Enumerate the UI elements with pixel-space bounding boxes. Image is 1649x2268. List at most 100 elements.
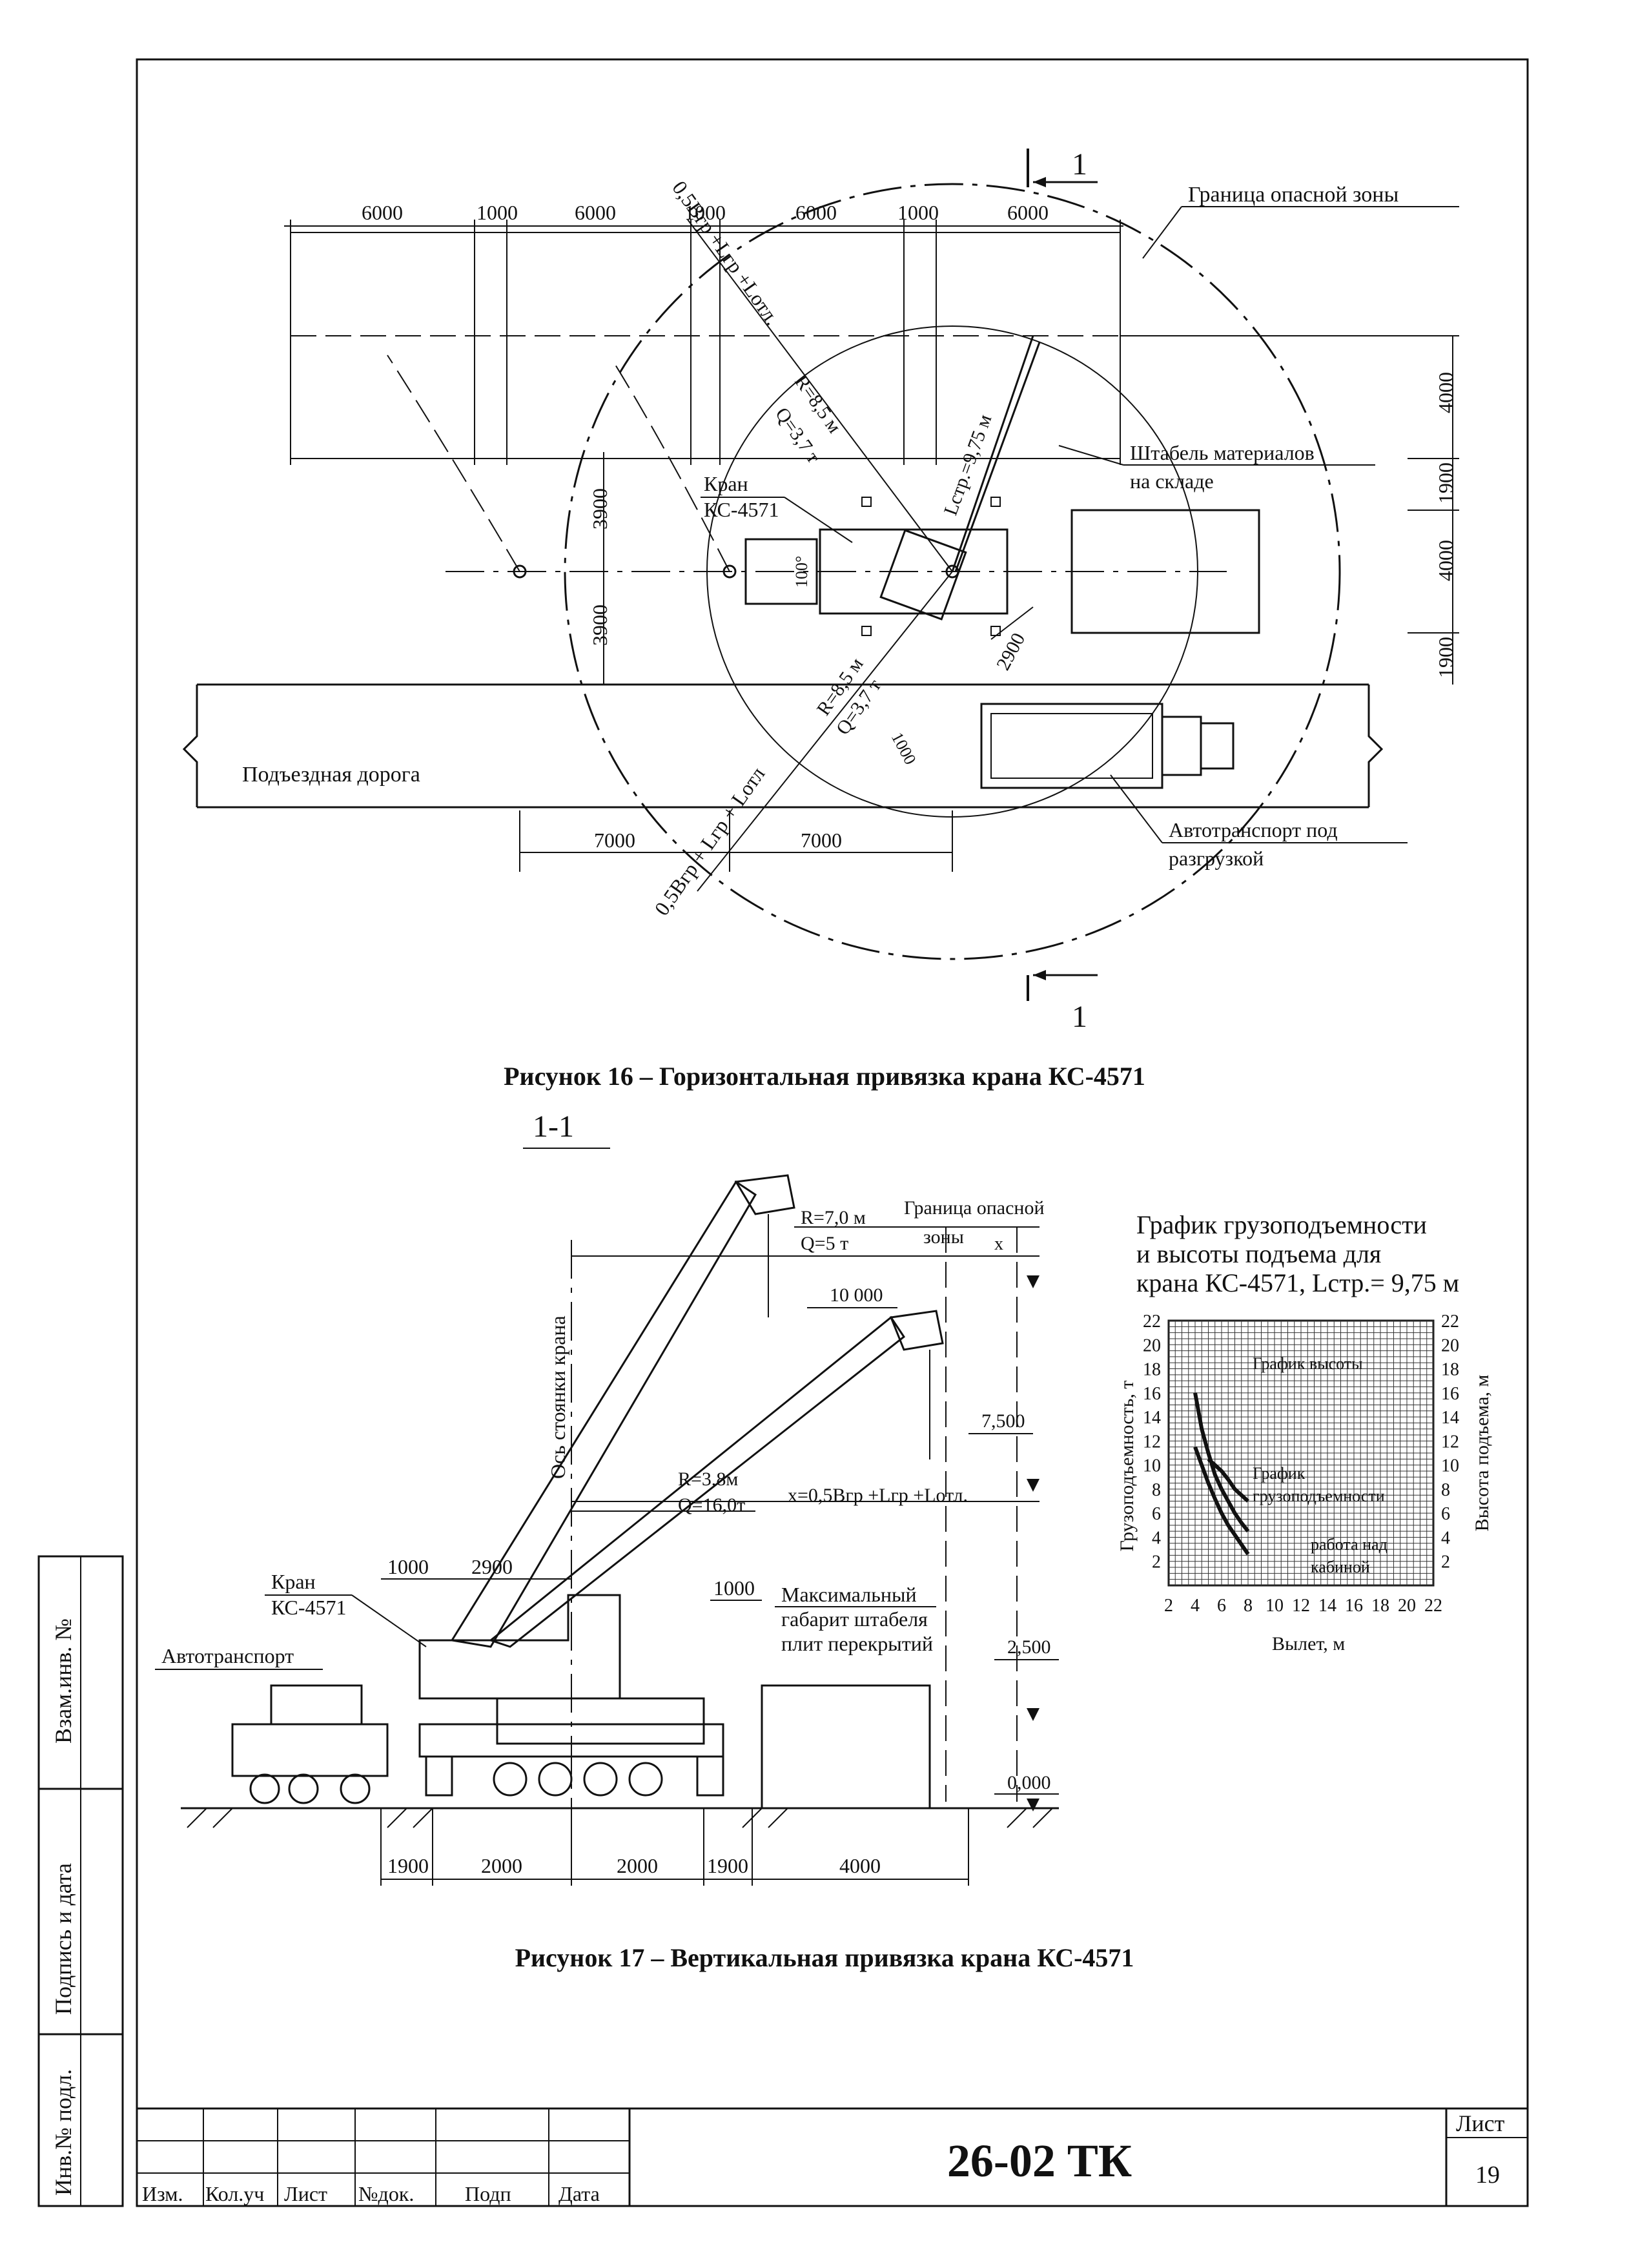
chart-ytick-right: 10 xyxy=(1441,1456,1459,1476)
section-mark-top: 1 xyxy=(1072,147,1087,181)
danger-zone-circle xyxy=(564,183,1341,960)
capacity-chart: График грузоподъемности и высоты подъема… xyxy=(1116,1210,1493,1655)
plan-view: 1 1 6000 1000 6000 1000 6000 1000 6000 xyxy=(182,147,1459,1034)
max-label-1: Максимальный xyxy=(781,1583,917,1606)
crane-body xyxy=(418,1594,621,1700)
material-stack xyxy=(1070,509,1260,634)
stack-label-2: на складе xyxy=(1130,469,1214,493)
dim-1000: 1000 xyxy=(888,729,920,768)
chart-ytick-left: 8 xyxy=(1152,1480,1161,1500)
chart-ytick-left: 12 xyxy=(1143,1432,1161,1452)
chart-ytick-right: 4 xyxy=(1441,1528,1450,1548)
x-mark: x xyxy=(994,1234,1003,1254)
road-label: Подъездная дорога xyxy=(242,763,420,787)
dim-2900: 2900 xyxy=(992,630,1029,674)
formula-top: 0,5Bгр +Lгр +Lотл. xyxy=(668,176,784,329)
chart-ytick-left: 2 xyxy=(1152,1552,1161,1572)
chart-xtick: 12 xyxy=(1292,1596,1310,1616)
chart-ytick-left: 6 xyxy=(1152,1504,1161,1524)
chart-annot-4: работа над xyxy=(1311,1535,1388,1554)
max-stack xyxy=(761,1684,931,1808)
axis-label: Ось стоянки крана xyxy=(546,1315,569,1479)
x-formula: x=0,5Bгр +Lгр +Lотл. xyxy=(788,1485,968,1506)
chart-ytick-left: 4 xyxy=(1152,1528,1161,1548)
chart-ytick-left: 20 xyxy=(1143,1335,1161,1356)
chart-ytick-right: 16 xyxy=(1441,1384,1459,1404)
max-label-3: плит перекрытий xyxy=(781,1632,933,1655)
chart-ylabel-left: Грузоподъемность, т xyxy=(1116,1380,1138,1551)
dim-right-1: 4000 xyxy=(1434,372,1457,413)
boom-length: Lстр.=9,75 м xyxy=(940,411,996,518)
stamp-vzam: Взам.инв. № xyxy=(50,1618,76,1744)
section-mark-bottom: 1 xyxy=(1072,1000,1087,1034)
dim-right-4: 1900 xyxy=(1434,637,1457,678)
stamp-inv-podl: Инв.№ подл. xyxy=(50,2069,76,2196)
col-ndok: №док. xyxy=(358,2182,414,2205)
level-10000: 10 000 xyxy=(830,1284,883,1306)
level-7500: 7,500 xyxy=(981,1410,1025,1432)
level-0: 0,000 xyxy=(1007,1772,1051,1793)
document-code: 26-02 ТК xyxy=(947,2135,1132,2187)
chart-xlabel: Вылет, м xyxy=(1272,1633,1345,1655)
chart-ytick-left: 16 xyxy=(1143,1384,1161,1404)
sheet-number: 19 xyxy=(1475,2161,1500,2189)
dim-1000a: 1000 xyxy=(387,1555,429,1578)
chart-ytick-left: 22 xyxy=(1143,1312,1161,1332)
crane-label-2: КС-4571 xyxy=(704,498,779,521)
dim-bot-5: 4000 xyxy=(839,1854,881,1877)
level-2500: 2,500 xyxy=(1007,1636,1051,1658)
chart-xtick: 4 xyxy=(1191,1596,1200,1616)
col-list: Лист xyxy=(284,2182,327,2205)
dim-top-3: 6000 xyxy=(575,201,616,224)
dim-left-1: 3900 xyxy=(588,488,611,530)
title-block: Изм. Кол.уч Лист №док. Подп Дата 26-02 Т… xyxy=(137,2107,1528,2206)
chart-annot-1: График высоты xyxy=(1253,1354,1363,1373)
chart-ytick-right: 14 xyxy=(1441,1408,1459,1428)
chart-series-line xyxy=(1193,1446,1250,1556)
dim-bottom-1: 7000 xyxy=(594,829,635,852)
chart-ytick-right: 2 xyxy=(1441,1552,1450,1572)
chart-series-line xyxy=(1193,1392,1250,1532)
chart-ytick-right: 22 xyxy=(1441,1312,1459,1332)
max-label-2: габарит штабеля xyxy=(781,1607,928,1631)
danger-zone-1: Граница опасной xyxy=(904,1197,1045,1219)
dim-top-7: 6000 xyxy=(1007,201,1049,224)
truck-label-section: Автотранспорт xyxy=(161,1644,294,1667)
dim-bot-2: 2000 xyxy=(481,1854,522,1877)
chart-ylabel-right: Высота подъема, м xyxy=(1471,1375,1493,1532)
chart-ytick-right: 6 xyxy=(1441,1504,1450,1524)
truck-label-2: разгрузкой xyxy=(1169,847,1264,870)
r-top-section: R=7,0 м xyxy=(801,1207,866,1228)
stack-label-1: Штабель материалов xyxy=(1130,441,1315,464)
chart-annot-3: грузоподъемности xyxy=(1253,1487,1385,1505)
chart-title-1: График грузоподъемности xyxy=(1136,1210,1427,1239)
sheet-label: Лист xyxy=(1456,2110,1505,2136)
danger-zone-label: Граница опасной зоны xyxy=(1188,183,1398,207)
crane-label-1-section: Кран xyxy=(271,1570,316,1593)
section-view: 1-1 Ось стоянки крана Граница опасной зо… xyxy=(155,1109,1059,1886)
dim-2900-section: 2900 xyxy=(471,1555,513,1578)
chart-xtick: 16 xyxy=(1345,1596,1363,1616)
chart-xtick: 20 xyxy=(1398,1596,1416,1616)
chart-title-3: крана КС-4571, Lстр.= 9,75 м xyxy=(1136,1268,1459,1297)
dim-right-3: 4000 xyxy=(1434,540,1457,581)
truck-plan xyxy=(980,703,1163,789)
stamp-podpis: Подпись и дата xyxy=(50,1863,76,2015)
caption-figure-17: Рисунок 17 – Вертикальная привязка крана… xyxy=(515,1943,1134,1972)
chart-ytick-left: 14 xyxy=(1143,1408,1161,1428)
danger-zone-2: зоны xyxy=(923,1226,964,1248)
chart-xtick: 10 xyxy=(1265,1596,1284,1616)
chart-xtick: 8 xyxy=(1244,1596,1253,1616)
formula-bottom: 0,5Bгр + Lгр + Lотл xyxy=(650,763,769,920)
chart-ytick-left: 10 xyxy=(1143,1456,1161,1476)
chart-xtick: 22 xyxy=(1424,1596,1442,1616)
caption-figure-16: Рисунок 16 – Горизонтальная привязка кра… xyxy=(504,1062,1145,1091)
col-data: Дата xyxy=(558,2182,600,2205)
chart-xtick: 18 xyxy=(1371,1596,1389,1616)
q-top-section: Q=5 т xyxy=(801,1233,848,1254)
col-podp: Подп xyxy=(465,2182,511,2205)
chart-annot-5: кабиной xyxy=(1311,1558,1370,1576)
col-kol: Кол.уч xyxy=(205,2182,264,2205)
chart-annot-2: График xyxy=(1253,1464,1306,1483)
crane-label-1: Кран xyxy=(704,472,748,495)
